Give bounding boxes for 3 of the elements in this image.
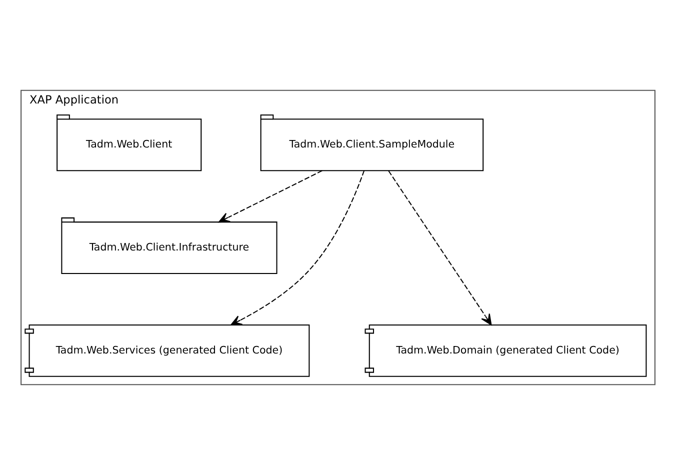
arrow (230, 170, 365, 326)
arrow (218, 170, 322, 223)
arrow (388, 170, 492, 326)
